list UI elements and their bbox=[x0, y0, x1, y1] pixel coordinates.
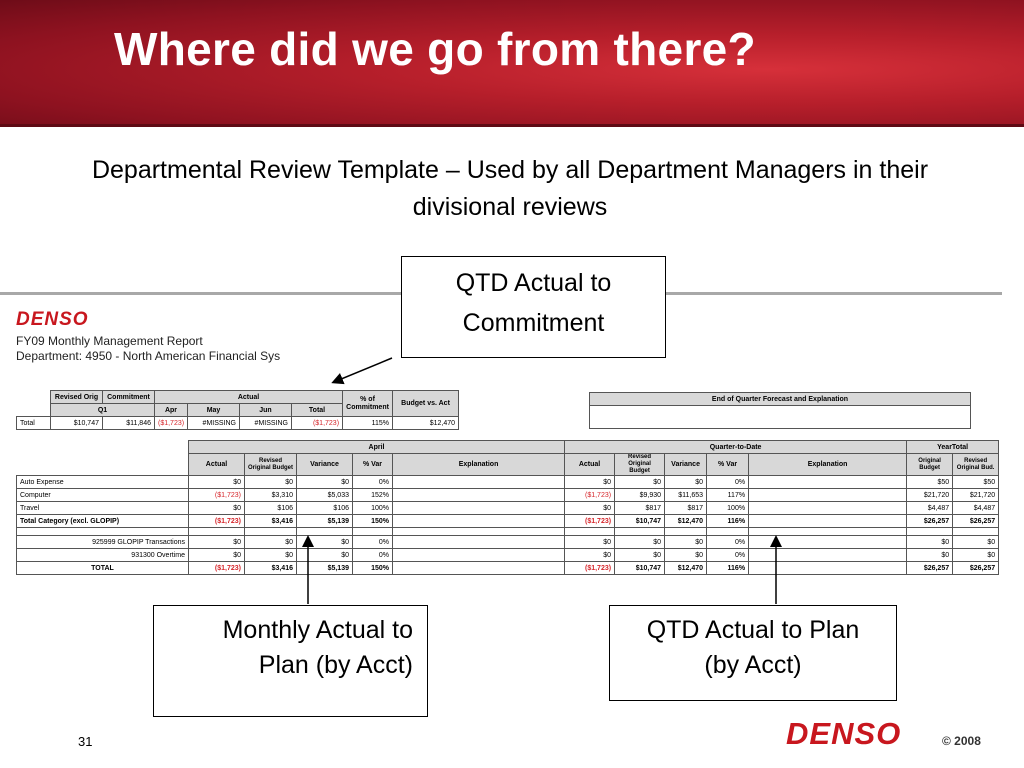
callout-line: Commitment bbox=[462, 309, 605, 337]
detail-cell bbox=[748, 561, 908, 575]
summary-subheader: Total bbox=[290, 403, 344, 417]
arrow-to-commitment bbox=[331, 357, 393, 385]
group-header-month: April bbox=[187, 440, 566, 454]
slide-title: Where did we go from there? bbox=[114, 23, 756, 75]
column-header: Actual bbox=[188, 453, 245, 476]
column-header: Explanation bbox=[391, 453, 566, 476]
summary-cell: ($1,723) bbox=[290, 416, 344, 430]
detail-cell: $3,416 bbox=[244, 561, 297, 575]
summary-cell: ($1,723) bbox=[154, 416, 188, 430]
callout-line: QTD Actual to Plan bbox=[646, 616, 860, 644]
callout-qtd-plan: QTD Actual to Plan (by Acct) bbox=[609, 605, 897, 701]
footer-logo: DENSO bbox=[786, 716, 902, 751]
summary-cell: $12,470 bbox=[392, 416, 460, 430]
forecast-cell bbox=[589, 405, 971, 429]
detail-table: April Quarter-to-Date YearTotal Actual R… bbox=[16, 440, 1000, 575]
column-header: Revised Original Bud. bbox=[952, 453, 1000, 476]
title-banner bbox=[0, 0, 1024, 126]
report-title-line: FY09 Monthly Management Report bbox=[16, 334, 203, 348]
summary-subheader: Apr bbox=[154, 403, 188, 417]
detail-cell bbox=[391, 561, 566, 575]
callout-qtd-commitment: QTD Actual to Commitment bbox=[401, 256, 666, 358]
table-row: Total $10,747 $11,846 ($1,723) #MISSING … bbox=[16, 416, 460, 430]
summary-header: Budget vs. Act bbox=[392, 390, 460, 417]
column-header: Explanation bbox=[748, 453, 908, 476]
callout-line: (by Acct) bbox=[704, 651, 802, 679]
callout-line: Monthly Actual to bbox=[222, 616, 413, 644]
detail-cell: $26,257 bbox=[952, 561, 1000, 575]
callout-monthly-plan: Monthly Actual to Plan (by Acct) bbox=[153, 605, 428, 717]
callout-line: Plan (by Acct) bbox=[258, 651, 413, 679]
summary-cell: $10,747 bbox=[50, 416, 103, 430]
forecast-table: End of Quarter Forecast and Explanation bbox=[589, 392, 971, 429]
summary-table: Revised Orig Commitment Actual % of Comm… bbox=[16, 390, 460, 430]
group-header-year: YearTotal bbox=[906, 440, 1000, 454]
table-row: Total Category (excl. GLOPIP)($1,723)$3,… bbox=[16, 514, 1000, 528]
report-title: FY09 Monthly Management Report Departmen… bbox=[16, 334, 280, 364]
summary-header: % of Commitment bbox=[342, 390, 394, 417]
report-department-line: Department: 4950 - North American Financ… bbox=[16, 349, 281, 363]
report-logo: DENSO bbox=[16, 309, 89, 330]
summary-cell: #MISSING bbox=[187, 416, 240, 430]
slide-subtitle: Departmental Review Template – Used by a… bbox=[91, 156, 929, 221]
column-header: Original Budget bbox=[906, 453, 954, 476]
copyright: © 2008 bbox=[942, 734, 981, 748]
callout-line: QTD Actual to bbox=[455, 269, 612, 297]
banner-divider bbox=[0, 124, 1024, 127]
page-number: 31 bbox=[78, 734, 93, 749]
summary-header: Commitment bbox=[102, 390, 155, 404]
